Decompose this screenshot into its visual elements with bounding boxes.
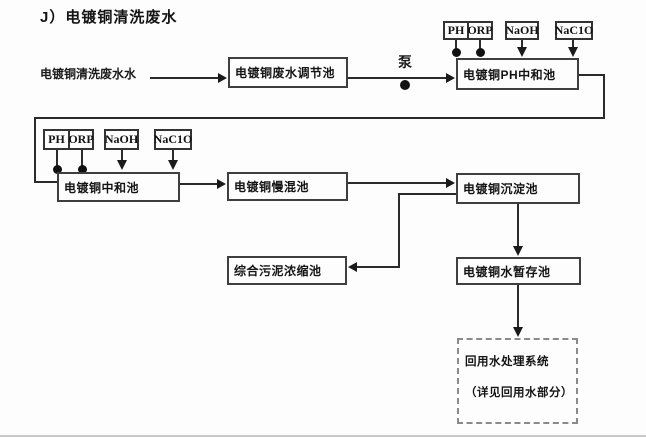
connector-wrap-seg2 (603, 74, 605, 119)
reagent-box-orp-2: ORP (68, 129, 94, 150)
reagent-label: NaOH (505, 23, 539, 37)
arrowhead-right-icon (217, 179, 226, 189)
connector-storage-to-reuse (517, 285, 519, 328)
reagent-label: ORP (68, 132, 94, 146)
node-water-storage-tank: 电镀铜水暂存池 (456, 257, 581, 285)
node-label: 电镀铜废水调节池 (235, 66, 336, 80)
connector-neutralizing-to-slowmix (180, 183, 218, 185)
reagent-box-ph-2: PH (43, 129, 70, 150)
node-ph-neutralizing-tank: 电镀铜PH中和池 (456, 58, 579, 90)
node-label: 综合污泥浓缩池 (234, 264, 322, 278)
node-reuse-water-system: 回用水处理系统 （详见回用水部分） (457, 338, 578, 424)
connector-wrap-seg1 (579, 74, 605, 76)
arrowhead-right-icon (446, 178, 455, 188)
connector-sludge-seg3 (357, 266, 399, 268)
connector-source-to-regulating (150, 77, 220, 79)
connector-sludge-seg2 (398, 193, 400, 268)
reagent-label: ORP (467, 23, 493, 37)
reagent-box-naoh-2: NaOH (104, 129, 139, 150)
reagent-label: PH (48, 132, 65, 146)
dosing-line-naoh-2 (121, 150, 123, 161)
probe-dot-icon (476, 48, 485, 57)
connector-wrap-seg4 (34, 117, 36, 183)
source-water-label: 电镀铜清洗废水水 (40, 67, 137, 81)
probe-line-orp-1 (479, 40, 481, 52)
node-sludge-thickening-tank: 综合污泥浓缩池 (227, 256, 347, 285)
connector-sludge-seg1 (399, 193, 456, 195)
node-sedimentation-tank: 电镀铜沉淀池 (456, 173, 580, 204)
connector-sedimentation-to-storage (517, 204, 519, 247)
reagent-box-orp-1: ORP (467, 21, 493, 40)
pump-dot-icon (400, 80, 410, 90)
arrowhead-down-icon (513, 327, 523, 337)
connector-regulating-to-ph-neutralizing (348, 77, 448, 79)
probe-dot-icon (53, 165, 62, 174)
probe-line-orp-2 (81, 150, 83, 167)
probe-dot-icon (452, 48, 461, 57)
connector-wrap-seg3 (34, 117, 605, 119)
arrowhead-right-icon (218, 73, 227, 83)
reagent-box-naclo-1: NaC1O (555, 21, 593, 40)
connector-wrap-seg5 (34, 181, 58, 183)
probe-line-ph-1 (455, 40, 457, 52)
dosing-line-naclo-1 (572, 40, 574, 49)
reagent-label: PH (447, 23, 465, 37)
node-label: 电镀铜中和池 (64, 180, 140, 195)
node-label: 电镀铜慢混池 (234, 180, 310, 194)
arrowhead-right-icon (446, 73, 455, 83)
arrowhead-left-icon (348, 262, 357, 272)
dosing-line-naclo-2 (172, 150, 174, 161)
node-label: 电镀铜沉淀池 (463, 182, 539, 196)
probe-dot-icon (78, 165, 87, 174)
node-label: 电镀铜水暂存池 (463, 264, 551, 279)
node-label-line1: 回用水处理系统 (465, 356, 549, 368)
node-slow-mixing-tank: 电镀铜慢混池 (227, 172, 348, 201)
node-label: 电镀铜PH中和池 (463, 67, 556, 82)
arrowhead-down-icon (568, 47, 578, 57)
probe-line-ph-2 (56, 150, 58, 167)
arrowhead-down-icon (517, 47, 527, 57)
dosing-line-naoh-1 (521, 40, 523, 49)
node-regulating-tank: 电镀铜废水调节池 (228, 57, 348, 88)
reagent-box-naoh-1: NaOH (505, 21, 539, 40)
reagent-label: NaOH (104, 132, 139, 146)
arrowhead-down-icon (168, 160, 178, 170)
image-bottom-edge (0, 435, 646, 437)
node-neutralizing-tank: 电镀铜中和池 (57, 172, 180, 202)
pump-label: 泵 (398, 54, 412, 70)
reagent-box-naclo-2: NaC1O (154, 129, 192, 150)
node-label-line2: （详见回用水部分） (465, 387, 573, 399)
connector-slowmix-to-sedimentation (348, 182, 446, 184)
diagram-title: J）电镀铜清洗废水 (40, 9, 178, 26)
reagent-label: NaC1O (153, 132, 193, 146)
reagent-box-ph-1: PH (443, 21, 469, 40)
arrowhead-down-icon (117, 160, 127, 170)
reagent-label: NaC1O (554, 23, 594, 37)
arrowhead-down-icon (513, 246, 523, 256)
